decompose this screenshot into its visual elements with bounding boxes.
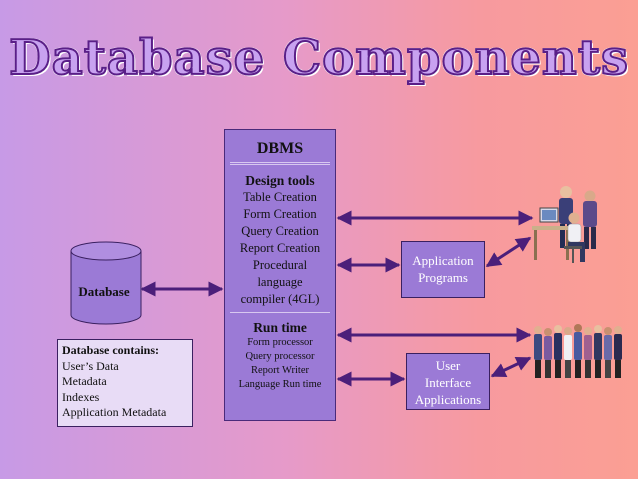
group-of-people-icon bbox=[534, 324, 622, 378]
diagram-title: Database Components bbox=[8, 29, 630, 87]
user-interface-box: User Interface Applications bbox=[406, 353, 490, 410]
arrow-application-users bbox=[485, 236, 532, 268]
design-tool-item: Report Creation bbox=[239, 241, 321, 255]
divider bbox=[230, 312, 330, 314]
run-time-item: Query processor bbox=[245, 351, 315, 362]
contains-item: Metadata bbox=[62, 374, 107, 388]
database-label: Database bbox=[78, 284, 130, 299]
design-tool-item: Procedural bbox=[252, 258, 308, 272]
run-time-heading: Run time bbox=[253, 320, 307, 335]
contains-item: Application Metadata bbox=[62, 405, 167, 419]
divider bbox=[230, 162, 330, 165]
user-interface-line: Interface bbox=[424, 375, 472, 390]
database-contains-box: Database contains: User’s Data Metadata … bbox=[57, 339, 193, 427]
design-tool-item: language bbox=[257, 275, 303, 289]
dbms-box: DBMS Design tools Table Creation Form Cr… bbox=[224, 129, 336, 421]
design-tool-item: Form Creation bbox=[243, 207, 317, 221]
application-programs-line: Programs bbox=[418, 270, 468, 285]
run-time-item: Language Run time bbox=[238, 379, 322, 390]
application-programs-box: Application Programs bbox=[401, 241, 485, 298]
design-tool-item: Table Creation bbox=[243, 190, 317, 204]
user-interface-line: User bbox=[435, 358, 461, 373]
contains-item: User’s Data bbox=[62, 358, 119, 373]
design-tools-heading: Design tools bbox=[245, 173, 315, 188]
application-programs-line: Application bbox=[412, 253, 474, 268]
dbms-heading: DBMS bbox=[256, 140, 304, 157]
run-time-item: Form processor bbox=[247, 337, 313, 348]
database-cylinder-icon bbox=[70, 241, 142, 325]
arrow-ui-group bbox=[490, 356, 532, 378]
design-tool-item: compiler (4GL) bbox=[240, 292, 320, 306]
contains-heading: Database contains: bbox=[62, 343, 160, 357]
user-interface-line: Applications bbox=[414, 392, 482, 407]
run-time-item: Report Writer bbox=[251, 365, 309, 376]
contains-item: Indexes bbox=[62, 389, 100, 404]
people-at-computer-icon bbox=[532, 186, 597, 263]
design-tool-item: Query Creation bbox=[241, 224, 319, 238]
